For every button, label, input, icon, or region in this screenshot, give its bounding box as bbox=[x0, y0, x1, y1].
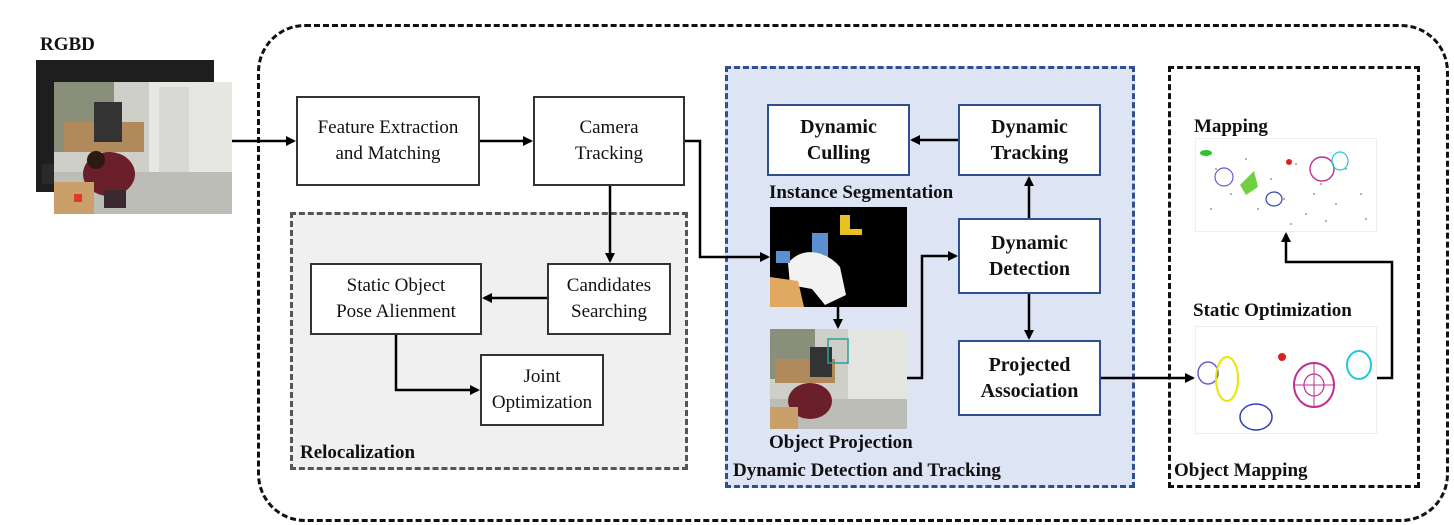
instance-segmentation-image bbox=[770, 207, 907, 307]
dynamic-tracking-box: Dynamic Tracking bbox=[958, 104, 1101, 176]
projected-association-box: Projected Association bbox=[958, 340, 1101, 416]
instance-segmentation-label: Instance Segmentation bbox=[769, 182, 954, 203]
candidates-searching-box: Candidates Searching bbox=[547, 263, 671, 335]
dynamic-detection-box: Dynamic Detection bbox=[958, 218, 1101, 294]
dynamic-group-label: Dynamic Detection and Tracking bbox=[733, 460, 1001, 481]
object-projection-label: Object Projection bbox=[769, 432, 913, 453]
mapping-image bbox=[1195, 138, 1377, 232]
static-optimization-image bbox=[1195, 326, 1377, 434]
static-object-pose-box: Static Object Pose Alienment bbox=[310, 263, 482, 335]
object-mapping-label: Object Mapping bbox=[1174, 460, 1308, 481]
system-boundary bbox=[257, 24, 1449, 522]
object-projection-image bbox=[770, 329, 907, 429]
static-optimization-label: Static Optimization bbox=[1193, 300, 1352, 321]
feature-extraction-box: Feature Extraction and Matching bbox=[296, 96, 480, 186]
joint-optimization-box: Joint Optimization bbox=[480, 354, 604, 426]
relocalization-label: Relocalization bbox=[300, 442, 416, 463]
camera-tracking-box: Camera Tracking bbox=[533, 96, 685, 186]
mapping-label: Mapping bbox=[1194, 116, 1268, 137]
rgbd-label: RGBD bbox=[40, 34, 95, 55]
dynamic-culling-box: Dynamic Culling bbox=[767, 104, 910, 176]
relocalization-group bbox=[290, 212, 688, 470]
rgb-image bbox=[54, 82, 232, 214]
